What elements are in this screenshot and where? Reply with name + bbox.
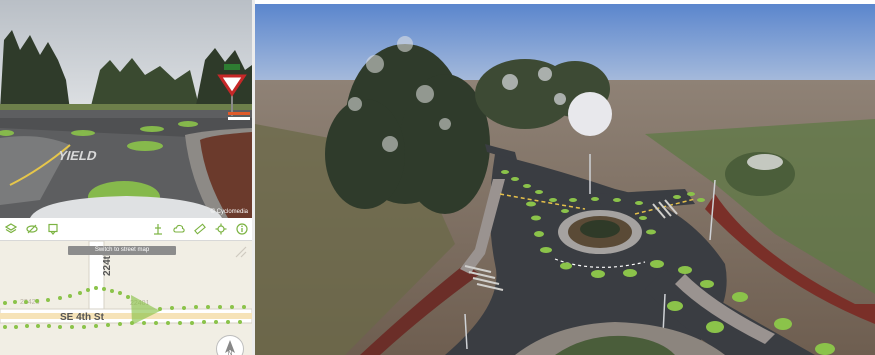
point-cloud-3d-view[interactable]: [255, 4, 875, 355]
compass-label: N: [227, 351, 233, 355]
layers-button[interactable]: [0, 219, 21, 239]
ruler-icon: [193, 223, 206, 235]
cloud-icon: [172, 224, 185, 233]
point-cloud-button[interactable]: [168, 219, 189, 239]
street-label-vertical: 224th: [102, 250, 113, 276]
imagery-credit: © Cyclomedia: [210, 209, 248, 215]
layers-icon: [4, 223, 17, 234]
marker-button[interactable]: [42, 219, 63, 239]
measure-height-button[interactable]: [147, 219, 168, 239]
compass-icon: [225, 340, 235, 353]
visibility-off-icon: [25, 224, 38, 234]
address-label-left: 22420: [20, 299, 40, 306]
left-panel: YIELD © Cyclomedia: [0, 0, 252, 355]
crosshair-icon: [215, 223, 226, 235]
compass-button[interactable]: N: [216, 335, 244, 355]
view-direction-cone: [131, 295, 160, 325]
viewer-toolbar: [0, 218, 252, 241]
info-icon: [235, 223, 248, 235]
overview-map[interactable]: 224th SE 4th St 22420 22401 Switch to st…: [0, 241, 252, 355]
info-button[interactable]: [231, 219, 252, 239]
map-tooltip: Switch to street map: [68, 246, 176, 255]
measure-height-icon: [153, 224, 162, 235]
visibility-toggle-button[interactable]: [21, 219, 42, 239]
locate-button[interactable]: [210, 219, 231, 239]
measure-distance-button[interactable]: [189, 219, 210, 239]
street-level-viewer[interactable]: YIELD © Cyclomedia: [0, 0, 252, 218]
road-marking-text: YIELD: [56, 148, 98, 163]
marker-icon: [47, 223, 58, 235]
street-label-horizontal: SE 4th St: [60, 312, 105, 323]
panel-divider[interactable]: [252, 0, 255, 355]
